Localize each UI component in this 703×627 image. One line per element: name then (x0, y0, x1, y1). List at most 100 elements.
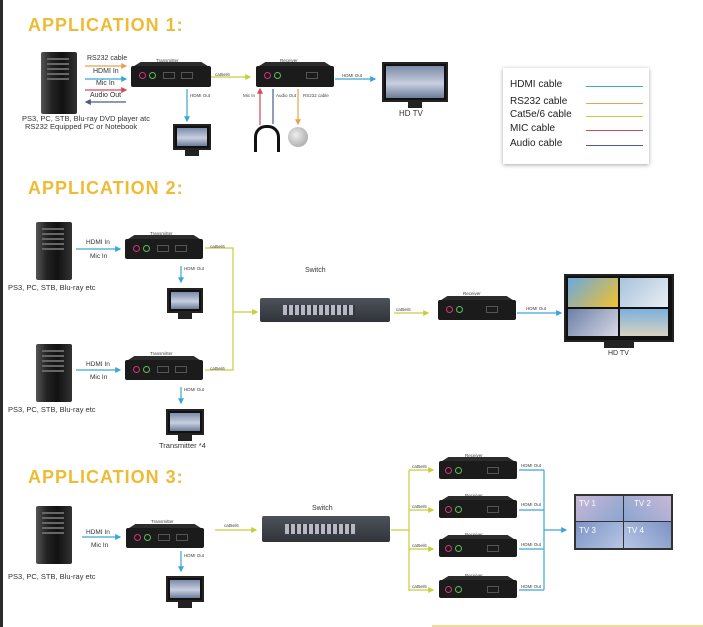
audio-jack-icon (274, 72, 281, 79)
app3-monitor-icon (166, 576, 204, 608)
app2-receiver-hdmi-out: HDMI Out (526, 306, 547, 311)
mic-jack-icon (139, 72, 146, 79)
audio-jack-icon (149, 72, 156, 79)
app1-tx-hdmi-out-label: HDMI Out (190, 93, 211, 98)
app3-video-wall: TV 1 TV 2 TV 3 TV 4 (574, 494, 673, 550)
video-wall-tile-1: TV 1 (576, 496, 623, 521)
tv-quad-tile (620, 278, 668, 307)
app2-hdmi-out-2: HDMI Out (184, 387, 205, 392)
legend-swatch-cat (586, 116, 643, 117)
app2-cat-label-1: cat5e/6 (210, 244, 225, 249)
app1-rx-audio-out-label: Audio Out (276, 93, 297, 98)
app3-network-switch (262, 516, 390, 542)
app3-receiver-device-2 (439, 500, 517, 518)
app2-transmitter-label-2: Transmitter (150, 351, 173, 356)
app2-mic-in-2: Mic In (90, 374, 108, 381)
cable-legend: HDMI cable RS232 cable Cat5e/6 cable MIC… (503, 68, 649, 164)
app3-hdmi-out: HDMI Out (184, 553, 205, 558)
dome-camera-icon (288, 127, 308, 147)
app2-transmitter-label-1: Transmitter (150, 231, 173, 236)
audio-jack-icon (455, 467, 462, 474)
headset-icon (254, 125, 280, 152)
app2-pc-tower-icon-2 (36, 344, 72, 402)
hdmi-port-icon (175, 366, 187, 373)
hdmi-port-icon (306, 72, 318, 79)
app3-hdmi-out-4: HDMI Out (521, 584, 542, 589)
hdmi-port-icon (487, 506, 499, 513)
video-wall-tile-label: TV 1 (579, 499, 596, 508)
app3-receiver-label-1: Receiver (465, 453, 483, 458)
legend-swatch-mic (586, 130, 643, 131)
mic-jack-icon (264, 72, 271, 79)
app3-cat-label-4: cat5e/6 (412, 584, 427, 589)
app2-monitor-icon-2 (166, 409, 204, 441)
video-wall-tile-4: TV 4 (624, 522, 671, 548)
app3-receiver-device-3 (439, 539, 517, 557)
legend-swatch-rs232 (586, 103, 643, 104)
legend-label-mic: MIC cable (510, 123, 556, 134)
app1-receiver-device (256, 66, 334, 87)
tv-quad-tile (568, 278, 618, 307)
app1-label-hdmi-in: HDMI In (93, 68, 119, 75)
app1-tv-label: HD TV (399, 109, 423, 118)
app1-monitor-icon (173, 124, 211, 156)
app3-hdmi-out-1: HDMI Out (521, 463, 542, 468)
left-edge-bar (0, 0, 3, 627)
audio-jack-icon (455, 506, 462, 513)
video-wall-tile-label: TV 3 (579, 526, 596, 535)
mic-jack-icon (445, 506, 452, 513)
mic-jack-icon (445, 467, 452, 474)
port-icon (158, 534, 170, 541)
hdmi-port-icon (175, 245, 187, 252)
video-wall-tile-3: TV 3 (576, 522, 623, 548)
app2-receiver-label: Receiver (463, 291, 481, 296)
app2-monitor-caption: Transmitter *4 (159, 441, 206, 450)
app2-transmitter-device-1 (125, 239, 203, 259)
hdmi-port-icon (181, 72, 193, 79)
bottom-accent-line (432, 625, 703, 627)
app3-hdmi-out-2: HDMI Out (521, 502, 542, 507)
audio-jack-icon (456, 306, 463, 313)
app1-rx-rs232-label: RS232 cable (303, 93, 329, 98)
app3-source-caption: PS3, PC, STB, Blu-ray etc (8, 572, 96, 581)
mic-jack-icon (445, 545, 452, 552)
app2-network-switch (260, 298, 390, 322)
app2-tv-label: HD TV (608, 350, 629, 357)
app2-hdmi-in-2: HDMI In (86, 361, 110, 368)
app3-receiver-label-2: Receiver (465, 493, 483, 498)
audio-jack-icon (144, 534, 151, 541)
audio-jack-icon (455, 586, 462, 593)
hdmi-port-icon (487, 545, 499, 552)
hdmi-port-icon (487, 586, 499, 593)
app1-source-caption-1: PS3, PC, STB, Blu-ray DVD player atc (22, 114, 150, 123)
app3-transmitter-device (126, 528, 204, 548)
app1-transmitter-device (131, 66, 211, 87)
audio-jack-icon (455, 545, 462, 552)
app3-transmitter-label: Transmitter (151, 519, 174, 524)
app2-source-caption-1: PS3, PC, STB, Blu-ray etc (8, 283, 96, 292)
mic-jack-icon (134, 534, 141, 541)
hdmi-port-icon (486, 306, 498, 313)
app1-title: APPLICATION 1: (28, 15, 184, 35)
app1-rx-hdmi-out-label: HDMI Out (342, 73, 363, 78)
app2-source-caption-2: PS3, PC, STB, Blu-ray etc (8, 405, 96, 414)
video-wall-tile-2: TV 2 (624, 496, 671, 521)
app2-pc-tower-icon-1 (36, 222, 72, 280)
port-icon (163, 72, 175, 79)
legend-label-rs232: RS232 cable (510, 96, 568, 107)
app1-label-audio-out: Audio Out (90, 92, 122, 99)
app3-receiver-label-4: Receiver (465, 573, 483, 578)
app2-monitor-icon-1 (167, 288, 203, 319)
app2-hdmi-in-1: HDMI In (86, 239, 110, 246)
app3-pc-tower-icon (36, 506, 72, 564)
port-icon (157, 245, 169, 252)
app1-hdtv-icon (382, 62, 448, 108)
legend-label-cat: Cat5e/6 cable (510, 109, 572, 120)
video-wall-tile-label: TV 4 (627, 526, 644, 535)
hdmi-port-icon (176, 534, 188, 541)
app1-rx-mic-in-label: Mic In (243, 93, 256, 98)
legend-swatch-audio (586, 145, 643, 146)
cable-line (205, 247, 234, 371)
app2-mic-in-1: Mic In (90, 253, 108, 260)
